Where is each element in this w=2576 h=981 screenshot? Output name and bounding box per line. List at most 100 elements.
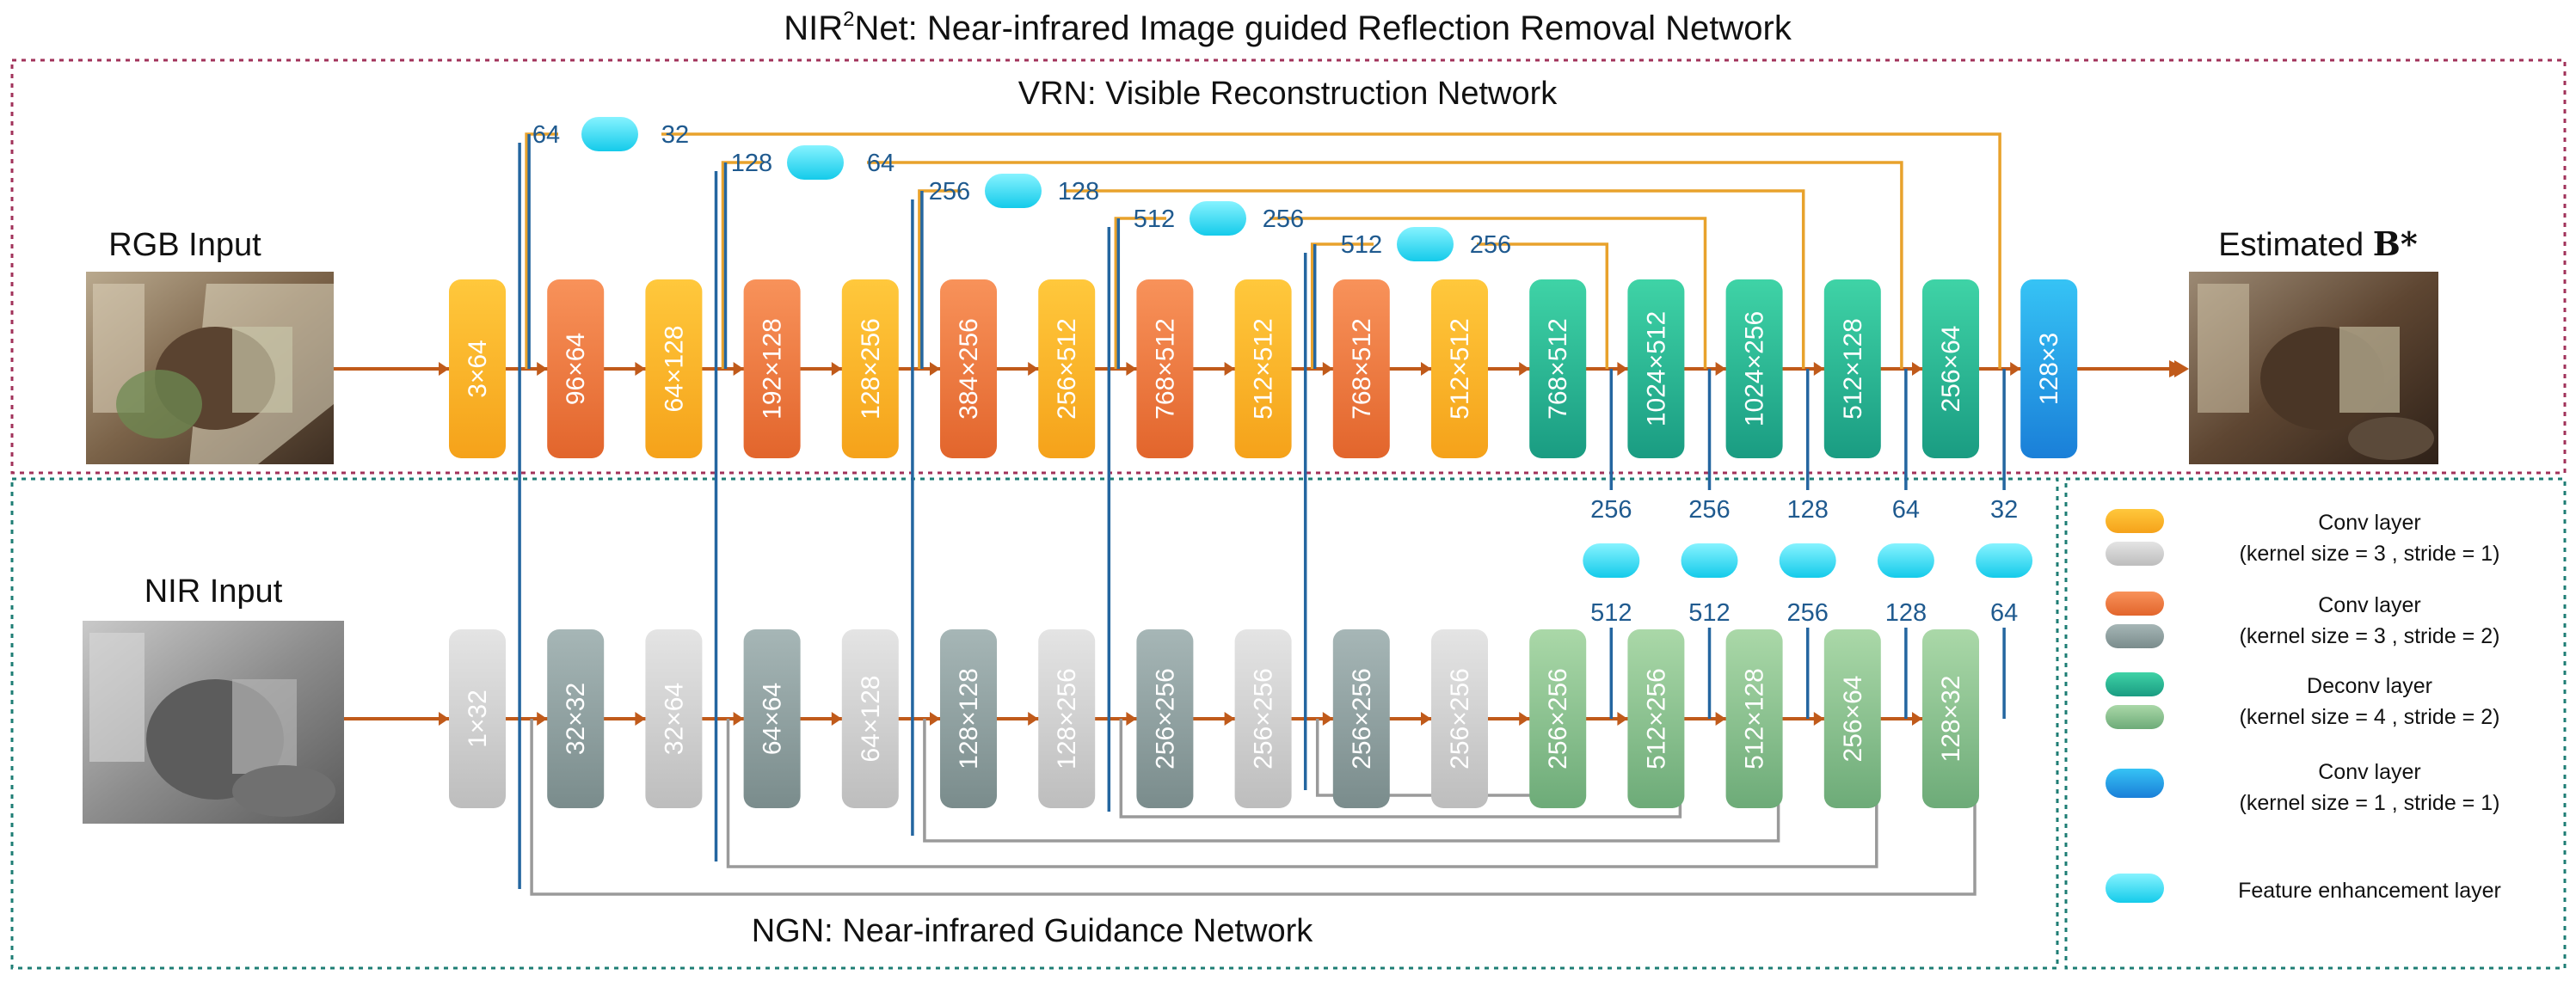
ngn-layer-6: 128×256 xyxy=(1038,629,1096,808)
vrn-layer-5: 384×256 xyxy=(940,279,997,458)
arrow-head xyxy=(1715,712,1726,726)
vrn-layer-3-label: 192×128 xyxy=(759,318,787,420)
vrn-layer-3: 192×128 xyxy=(743,279,801,458)
vrn-layer-8-label: 512×512 xyxy=(1250,318,1278,420)
ngn-layer-8-shape xyxy=(1234,629,1292,808)
arrow-head xyxy=(1617,362,1628,376)
vrn-layer-12-shape xyxy=(1627,279,1685,458)
arrow-head xyxy=(1421,362,1431,376)
vrn-layer-0-shape xyxy=(449,279,506,458)
ngn-guide-in-channels: 32 xyxy=(1990,496,2018,524)
vrn-layer-6-shape xyxy=(1038,279,1096,458)
ngn-layer-3: 64×64 xyxy=(743,629,801,808)
vrn-skip-out-channels: 64 xyxy=(867,150,895,177)
ngn-layer-9-label: 256×256 xyxy=(1348,668,1376,769)
ngn-guide-in-channels: 128 xyxy=(1787,496,1829,524)
ngn-layer-7-shape xyxy=(1136,629,1194,808)
vrn-layer-16-shape xyxy=(2020,279,2078,458)
vrn-skip-in-channels: 128 xyxy=(731,150,772,177)
ngn-layer-7: 256×256 xyxy=(1136,629,1194,808)
ngn-layer-1-shape xyxy=(547,629,605,808)
vrn-layer-4-shape xyxy=(841,279,899,458)
arrow-head xyxy=(1126,362,1137,376)
vrn-layer-1: 96×64 xyxy=(547,279,605,458)
vrn-layer-16-label: 128×3 xyxy=(2035,333,2063,405)
vrn-layer-9-shape xyxy=(1332,279,1390,458)
vrn-fe-pill xyxy=(985,174,1042,208)
legend-label: Feature enhancement layer xyxy=(2238,879,2501,903)
legend-border xyxy=(2064,477,2567,970)
vrn-layer-0: 3×64 xyxy=(449,279,506,458)
ngn-title: NGN: Near-infrared Guidance Network xyxy=(752,913,1314,949)
ngn-fe-pill xyxy=(1976,543,2033,578)
vrn-layer-10-shape xyxy=(1431,279,1488,458)
arrow-head xyxy=(733,362,744,376)
arrow-head xyxy=(1322,712,1333,726)
vrn-border xyxy=(10,58,2567,475)
arrow-head xyxy=(1912,362,1922,376)
vrn-layer-13: 1024×256 xyxy=(1725,279,1783,458)
vrn-layer-15-label: 256×64 xyxy=(1937,326,1965,413)
ngn-layer-8-label: 256×256 xyxy=(1250,668,1278,769)
nir-input-label: NIR Input xyxy=(144,573,283,610)
vrn-layer-10: 512×512 xyxy=(1431,279,1488,458)
arrow-head xyxy=(831,712,842,726)
ngn-border xyxy=(10,477,2059,970)
legend: Conv layer(kernel size = 3 , stride = 1)… xyxy=(2106,509,2501,903)
ngn-layer-1: 32×32 xyxy=(547,629,605,808)
arrow-head xyxy=(1028,362,1039,376)
vrn-skip-out-channels: 256 xyxy=(1470,231,1511,259)
ngn-fe-pill xyxy=(1583,543,1640,578)
ngn-layer-7-label: 256×256 xyxy=(1151,668,1179,769)
vrn-fe-pill xyxy=(1190,201,1246,236)
vrn-skip-in-channels: 512 xyxy=(1341,231,1382,259)
output-label: Estimated B* xyxy=(2218,224,2418,263)
vrn-layer-6-label: 256×512 xyxy=(1053,318,1081,420)
vrn-layer-5-shape xyxy=(940,279,997,458)
ngn-layer-11-label: 256×256 xyxy=(1544,668,1572,769)
ngn-guide-in-channels: 256 xyxy=(1590,496,1632,524)
arrow-head xyxy=(1224,712,1235,726)
arrow-head xyxy=(1912,712,1922,726)
vrn-layer-11-shape xyxy=(1529,279,1587,458)
ngn-layer-6-label: 128×256 xyxy=(1053,668,1081,769)
vrn-fe-pill xyxy=(581,117,638,151)
vrn-layer-2: 64×128 xyxy=(645,279,703,458)
arrow-head xyxy=(1126,712,1137,726)
vrn-layer-11: 768×512 xyxy=(1529,279,1587,458)
vrn-layer-7: 768×512 xyxy=(1136,279,1194,458)
ngn-skip-line xyxy=(1119,719,1682,819)
vrn-layer-12: 1024×512 xyxy=(1627,279,1685,458)
vrn-skip-line xyxy=(721,161,1903,369)
vrn-layer-13-shape xyxy=(1725,279,1783,458)
vrn-layer-4: 128×256 xyxy=(841,279,899,458)
vrn-layer-9: 768×512 xyxy=(1332,279,1390,458)
vrn-layer-6: 256×512 xyxy=(1038,279,1096,458)
ngn-layer-14-label: 256×64 xyxy=(1839,676,1867,763)
ngn-guide-in-channels: 64 xyxy=(1892,496,1920,524)
nir-input-image xyxy=(83,621,344,824)
arrow-head xyxy=(635,712,646,726)
ngn-layer-9-shape xyxy=(1332,629,1390,808)
legend-swatch xyxy=(2106,705,2164,729)
arrow-head xyxy=(1813,712,1824,726)
ngn-guide-out-channels: 64 xyxy=(1990,599,2018,627)
vrn-skip-out-channels: 256 xyxy=(1263,205,1304,233)
vrn-layer-8: 512×512 xyxy=(1234,279,1292,458)
ngn-layer-6-shape xyxy=(1038,629,1096,808)
arrow-head xyxy=(733,712,744,726)
arrow-head xyxy=(930,362,940,376)
vrn-layer-8-shape xyxy=(1234,279,1292,458)
ngn-layer-12-label: 512×256 xyxy=(1642,668,1670,769)
ngn-fe-pill xyxy=(1779,543,1836,578)
ngn-layer-2: 32×64 xyxy=(645,629,703,808)
ngn-layer-9: 256×256 xyxy=(1332,629,1390,808)
legend-sublabel: (kernel size = 3 , stride = 1) xyxy=(2240,542,2500,566)
vrn-layer-1-label: 96×64 xyxy=(562,333,590,405)
ngn-layer-3-shape xyxy=(743,629,801,808)
ngn-layer-14: 256×64 xyxy=(1823,629,1881,808)
legend-swatch xyxy=(2106,624,2164,648)
ngn-layer-2-shape xyxy=(645,629,703,808)
